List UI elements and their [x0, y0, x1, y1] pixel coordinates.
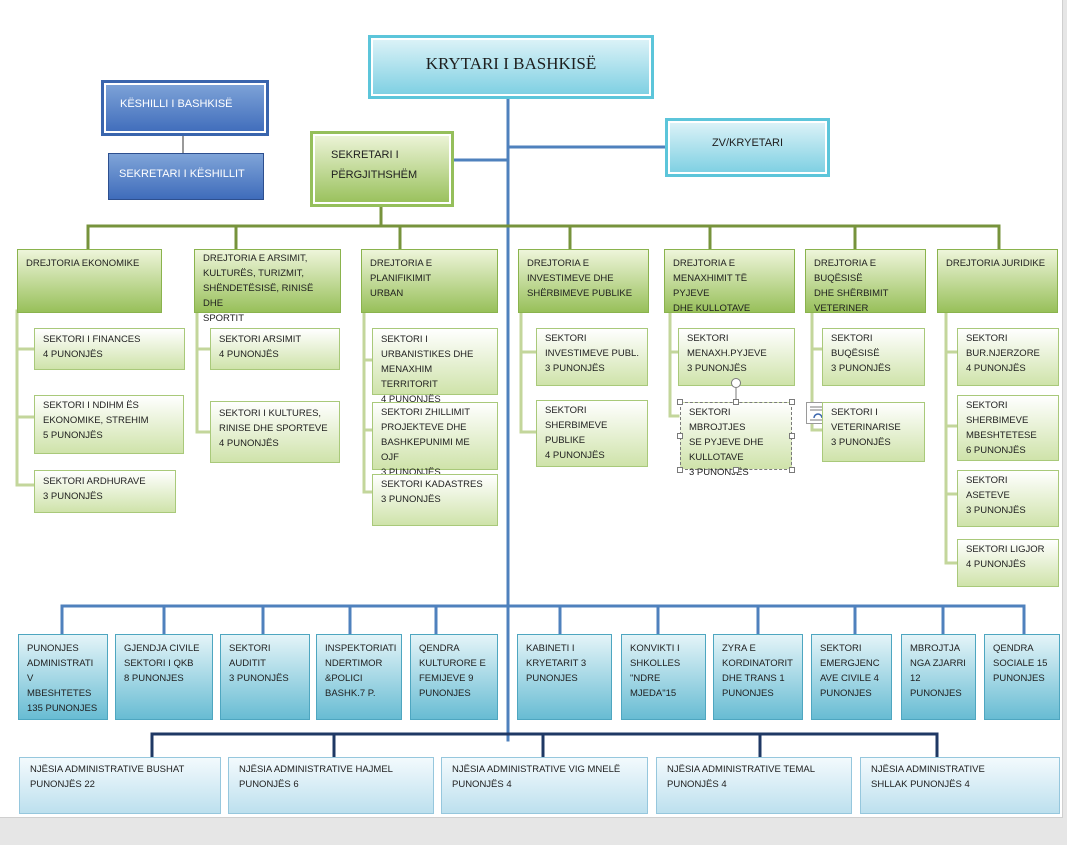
rotation-stem [735, 388, 737, 400]
selection-handle[interactable] [677, 399, 683, 405]
sector-revenue[interactable]: SEKTORI ARDHURAVE 3 PUNONJËS [34, 470, 176, 513]
sector-finance[interactable]: SEKTORI I FINANCES 4 PUNONJËS [34, 328, 185, 370]
sector-culture[interactable]: SEKTORI I KULTURES, RINISE DHE SPORTEVE … [210, 401, 340, 463]
mayor-box[interactable]: KRYTARI I BASHKISË [368, 35, 654, 99]
directorate-forests[interactable]: DREJTORIA E MENAXHIMIT TË PYJEVE DHE KUL… [664, 249, 795, 314]
sector-projects[interactable]: SEKTORI ZHILLIMIT PROJEKTEVE DHE BASHKEP… [372, 402, 498, 478]
sector-assets[interactable]: SEKTORI ASETEVE 3 PUNONJËS [957, 470, 1059, 527]
directorate-economic[interactable]: DREJTORIA EKONOMIKE [17, 249, 162, 313]
admin-unit-vig-mnele[interactable]: NJËSIA ADMINISTRATIVE VIG MNELË PUNONJËS… [441, 757, 648, 814]
general-secretary-box[interactable]: SEKRETARI I PËRGJITHSHËM [310, 131, 454, 207]
admin-unit-hajmel[interactable]: NJËSIA ADMINISTRATIVE HAJMEL PUNONJËS 6 [228, 757, 434, 814]
unit-mayor-cabinet[interactable]: KABINETI I KRYETARIT 3 PUNONJES [517, 634, 612, 720]
unit-admin-support[interactable]: PUNONJES ADMINISTRATI V MBESHTETES 135 P… [18, 634, 108, 720]
selection-handle[interactable] [789, 399, 795, 405]
unit-dormitory[interactable]: KONVIKTI I SHKOLLES "NDRE MJEDA"15 [621, 634, 706, 720]
rotation-handle-icon[interactable] [731, 378, 741, 388]
selection-handle[interactable] [677, 467, 683, 473]
sector-education[interactable]: SEKTORI ARSIMIT 4 PUNONJËS [210, 328, 340, 370]
selection-handle[interactable] [789, 433, 795, 439]
council-secretary-box[interactable]: SEKRETARI I KËSHILLIT [108, 153, 264, 200]
sector-forest-management[interactable]: SEKTORI MENAXH.PYJEVE 3 PUNONJËS [678, 328, 795, 386]
sector-forest-protection[interactable]: SEKTORI MBROJTJES SE PYJEVE DHE KULLOTAV… [680, 402, 792, 478]
sector-agriculture[interactable]: SEKTORI BUQËSISË 3 PUNONJËS [822, 328, 925, 386]
unit-children-center[interactable]: QENDRA KULTURORE E FEMIJEVE 9 PUNONJES [410, 634, 498, 720]
selection-handle[interactable] [677, 433, 683, 439]
unit-fire-protection[interactable]: MBROJTJA NGA ZJARRI 12 PUNONJES [901, 634, 976, 720]
sector-public-investments[interactable]: SEKTORI INVESTIMEVE PUBL. 3 PUNONJËS [536, 328, 648, 386]
unit-civil-registry[interactable]: GJENDJA CIVILE SEKTORI I QKB 8 PUNONJES [115, 634, 213, 720]
admin-unit-bushat[interactable]: NJËSIA ADMINISTRATIVE BUSHAT PUNONJËS 22 [19, 757, 221, 814]
admin-unit-temal[interactable]: NJËSIA ADMINISTRATIVE TEMAL PUNONJËS 4 [656, 757, 852, 814]
directorate-investments[interactable]: DREJTORIA E INVESTIMEVE DHE SHËRBIMEVE P… [518, 249, 649, 313]
sector-veterinary[interactable]: SEKTORI I VETERINARISE 3 PUNONJËS [822, 402, 925, 462]
unit-coordinator[interactable]: ZYRA E KORDINATORIT DHE TRANS 1 PUNONJES [713, 634, 803, 720]
deputy-box[interactable]: ZV/KRYETARI [665, 118, 830, 177]
sector-human-resources[interactable]: SEKTORI BUR.NJERZORE 4 PUNONJËS [957, 328, 1059, 386]
directorate-legal[interactable]: DREJTORIA JURIDIKE [937, 249, 1058, 313]
unit-social-center[interactable]: QENDRA SOCIALE 15 PUNONJES [984, 634, 1060, 720]
sector-cadastre[interactable]: SEKTORI KADASTRES 3 PUNONJËS [372, 474, 498, 526]
sector-support-services[interactable]: SEKTORI SHERBIMEVE MBESHTETESE 6 PUNONJË… [957, 395, 1059, 461]
directorate-urban[interactable]: DREJTORIA E PLANIFIKIMIT URBAN [361, 249, 498, 313]
sector-legal[interactable]: SEKTORI LIGJOR 4 PUNONJËS [957, 539, 1059, 587]
unit-inspectorate[interactable]: INSPEKTORIATI NDERTIMOR &POLICI BASHK.7 … [316, 634, 402, 720]
sector-urbanism[interactable]: SEKTORI I URBANISTIKES DHE MENAXHIM TERR… [372, 328, 498, 405]
unit-audit[interactable]: SEKTORI AUDITIT 3 PUNONJËS [220, 634, 310, 720]
council-box[interactable]: KËSHILLI I BASHKISË [101, 80, 269, 136]
admin-unit-shllak[interactable]: NJËSIA ADMINISTRATIVE SHLLAK PUNONJËS 4 [860, 757, 1060, 814]
selection-handle[interactable] [789, 467, 795, 473]
sector-public-services[interactable]: SEKTORI SHERBIMEVE PUBLIKE 4 PUNONJËS [536, 400, 648, 467]
sector-economic-aid[interactable]: SEKTORI I NDIHM ËS EKONOMIKE, STREHIM 5 … [34, 395, 184, 454]
directorate-education[interactable]: DREJTORIA E ARSIMIT, KULTURËS, TURIZMIT,… [194, 249, 341, 324]
unit-emergencies[interactable]: SEKTORI EMERGJENC AVE CIVILE 4 PUNONJES [811, 634, 892, 720]
directorate-agriculture[interactable]: DREJTORIA E BUQËSISË DHE SHËRBIMIT VETER… [805, 249, 926, 314]
selection-handle[interactable] [733, 467, 739, 473]
